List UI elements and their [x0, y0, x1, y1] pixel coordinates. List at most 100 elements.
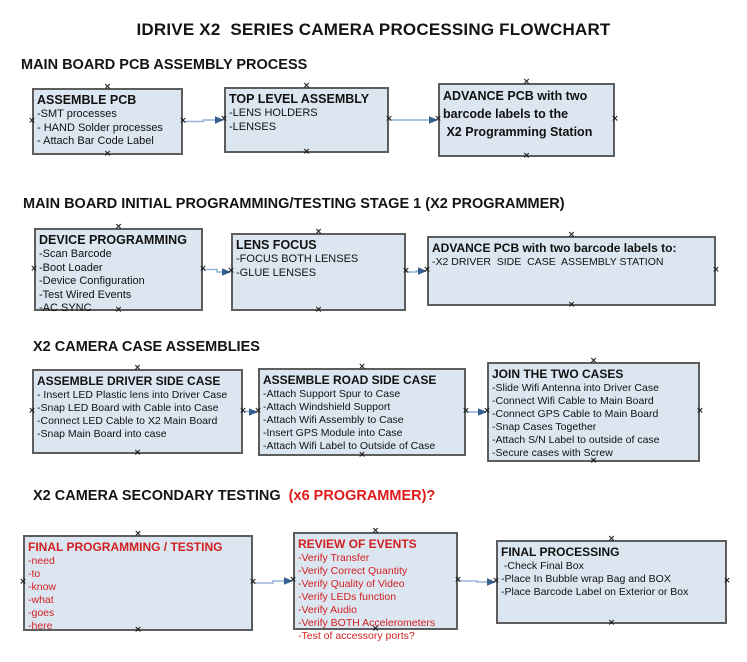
- box-line: -Snap LED Board with Cable into Case: [37, 402, 219, 414]
- box-line: -here: [28, 620, 53, 632]
- box-line: -to: [28, 568, 41, 580]
- connector-arrowhead-icon: [284, 577, 293, 585]
- flow-box-final-processing[interactable]: FINAL PROCESSING -Check Final Box-Place …: [496, 540, 727, 624]
- box-line: -Check Final Box: [501, 560, 584, 572]
- flow-box-join-the-two-cases[interactable]: JOIN THE TWO CASES -Slide Wifi Antenna i…: [487, 362, 700, 462]
- box-title: TOP LEVEL ASSEMBLY: [229, 92, 370, 106]
- connector-arrowhead-icon: [418, 267, 427, 275]
- connector-line: [458, 580, 488, 583]
- flow-box-advance-pcb-to-driver-side-station[interactable]: ADVANCE PCB with two barcode labels to: …: [427, 236, 716, 306]
- box-line: -Snap Main Board into case: [37, 428, 167, 440]
- flow-box-review-of-events[interactable]: REVIEW OF EVENTS -Verify Transfer-Verify…: [293, 532, 458, 642]
- box-line: -Attach Wifi Label to Outside of Case: [263, 440, 436, 452]
- section-heading-pcb-assembly: MAIN BOARD PCB ASSEMBLY PROCESS: [21, 57, 307, 73]
- box-lines: -Slide Wifi Antenna into Driver Case-Con…: [489, 382, 698, 460]
- connector-arrowhead-icon: [222, 268, 231, 276]
- connector-arrowhead-icon: [478, 408, 487, 416]
- box-line: barcode labels to the: [443, 107, 569, 121]
- box-line: -LENS HOLDERS: [229, 107, 318, 119]
- box-line: -Test of accessory ports?: [298, 630, 415, 642]
- box-line: -Place In Bubble wrap Bag and BOX: [501, 573, 671, 585]
- flow-box-assemble-pcb[interactable]: ASSEMBLE PCB -SMT processes- HAND Solder…: [32, 88, 183, 155]
- section-heading-text: X2 CAMERA SECONDARY TESTING: [33, 488, 289, 504]
- box-lines: -Verify Transfer-Verify Correct Quantity…: [295, 552, 456, 643]
- box-lines: -Scan Barcode-Boot Loader-Device Configu…: [36, 248, 201, 316]
- section-heading-secondary-testing: X2 CAMERA SECONDARY TESTING (x6 PROGRAMM…: [33, 488, 435, 504]
- section-heading-text: MAIN BOARD PCB ASSEMBLY PROCESS: [21, 57, 308, 73]
- flow-box-assemble-driver-side-case[interactable]: ASSEMBLE DRIVER SIDE CASE - Insert LED P…: [32, 369, 243, 454]
- box-line: -Attach Support Spur to Case: [263, 388, 401, 400]
- box-line: -Verify Correct Quantity: [298, 565, 408, 577]
- box-lines: -Attach Support Spur to Case-Attach Wind…: [260, 388, 464, 453]
- box-line: -SMT processes: [37, 108, 117, 120]
- connector-line: [253, 580, 285, 584]
- section-heading-case-assemblies: X2 CAMERA CASE ASSEMBLIES: [33, 339, 260, 355]
- box-line: -GLUE LENSES: [236, 266, 317, 279]
- box-title: DEVICE PROGRAMMING: [39, 233, 187, 247]
- box-line: X2 Programming Station: [443, 125, 593, 139]
- box-title: ASSEMBLE DRIVER SIDE CASE: [37, 374, 221, 388]
- box-line: -Connect GPS Cable to Main Board: [492, 408, 659, 420]
- box-line: - Attach Bar Code Label: [37, 135, 154, 147]
- connector-arrowhead-icon: [487, 578, 496, 586]
- box-line: -Verify Quality of Video: [298, 578, 405, 590]
- box-line: -FOCUS BOTH LENSES: [236, 253, 359, 265]
- flow-box-final-programming-testing[interactable]: FINAL PROGRAMMING / TESTING -need-to-kno…: [23, 535, 253, 633]
- box-line: -goes: [28, 607, 55, 619]
- box-lines: -Check Final Box-Place In Bubble wrap Ba…: [498, 560, 725, 599]
- box-line: -Snap Cases Together: [492, 421, 597, 433]
- box-lines: -X2 DRIVER SIDE CASE ASSEMBLY STATION: [429, 256, 714, 269]
- box-line: -Secure cases with Screw: [492, 447, 613, 459]
- box-lines: -need-to-know-what-goes-here: [25, 555, 251, 633]
- box-lines: - Insert LED Plastic lens into Driver Ca…: [34, 389, 241, 441]
- box-line: -LENSES: [229, 120, 277, 133]
- box-lines: -FOCUS BOTH LENSES-GLUE LENSES: [233, 253, 404, 280]
- section-heading-accent: (x6 PROGRAMMER)?: [288, 488, 436, 504]
- connector-line: [203, 268, 223, 273]
- box-line: - Insert LED Plastic lens into Driver Ca…: [37, 389, 228, 401]
- connector-arrowhead-icon: [249, 408, 258, 416]
- connector-line: [183, 119, 216, 123]
- box-lines: barcode labels to the X2 Programming Sta…: [440, 105, 613, 141]
- box-line: -Connect LED Cable to X2 Main Board: [37, 415, 218, 427]
- flow-box-assemble-road-side-case[interactable]: ASSEMBLE ROAD SIDE CASE -Attach Support …: [258, 368, 466, 456]
- connector-arrowhead-icon: [215, 116, 224, 124]
- flow-box-lens-focus[interactable]: LENS FOCUS -FOCUS BOTH LENSES-GLUE LENSE…: [231, 233, 406, 311]
- flow-box-advance-pcb-to-programming-station[interactable]: ADVANCE PCB with two barcode labels to t…: [438, 83, 615, 157]
- box-title: ADVANCE PCB with two barcode labels to:: [432, 241, 677, 255]
- box-line: - HAND Solder processes: [37, 121, 163, 134]
- section-heading-initial-programming: MAIN BOARD INITIAL PROGRAMMING/TESTING S…: [23, 196, 565, 212]
- box-line: -Scan Barcode: [39, 248, 112, 260]
- box-line: -AC SYNC: [39, 302, 92, 314]
- box-line: -Test Wired Events: [39, 288, 132, 301]
- flow-box-device-programming[interactable]: DEVICE PROGRAMMING -Scan Barcode-Boot Lo…: [34, 228, 203, 314]
- box-lines: -LENS HOLDERS-LENSES: [226, 107, 387, 134]
- box-line: -need: [28, 555, 55, 567]
- box-title: JOIN THE TWO CASES: [492, 367, 624, 381]
- flow-box-top-level-assembly[interactable]: TOP LEVEL ASSEMBLY -LENS HOLDERS-LENSES: [224, 87, 389, 153]
- box-line: -what: [28, 594, 54, 606]
- box-line: -Verify BOTH Accelerometers: [298, 617, 436, 629]
- box-lines: -SMT processes- HAND Solder processes- A…: [34, 108, 181, 149]
- box-title: ASSEMBLE PCB: [37, 93, 137, 107]
- box-line: -Attach Windshield Support: [263, 401, 391, 413]
- box-title: ASSEMBLE ROAD SIDE CASE: [263, 373, 437, 387]
- box-line: -Verify LEDs function: [298, 591, 397, 603]
- box-line: -Connect Wifi Cable to Main Board: [492, 395, 654, 407]
- flowchart-title: IDRIVE X2 SERIES CAMERA PROCESSING FLOWC…: [136, 20, 611, 39]
- box-line: -Attach Wifi Assembly to Case: [263, 414, 404, 426]
- box-title: ADVANCE PCB with two: [443, 89, 588, 103]
- box-line: -Boot Loader: [39, 261, 103, 274]
- box-line: -Verify Audio: [298, 604, 357, 616]
- connector-line: [406, 270, 419, 273]
- box-title: FINAL PROGRAMMING / TESTING: [28, 540, 223, 554]
- connector-arrowhead-icon: [429, 116, 438, 124]
- box-line: -Verify Transfer: [298, 552, 370, 564]
- box-line: -Slide Wifi Antenna into Driver Case: [492, 382, 659, 394]
- box-title: FINAL PROCESSING: [501, 545, 620, 559]
- box-line: -Device Configuration: [39, 275, 145, 287]
- box-line: -Insert GPS Module into Case: [263, 427, 403, 439]
- section-heading-text: X2 CAMERA CASE ASSEMBLIES: [33, 339, 260, 355]
- box-line: -know: [28, 581, 57, 593]
